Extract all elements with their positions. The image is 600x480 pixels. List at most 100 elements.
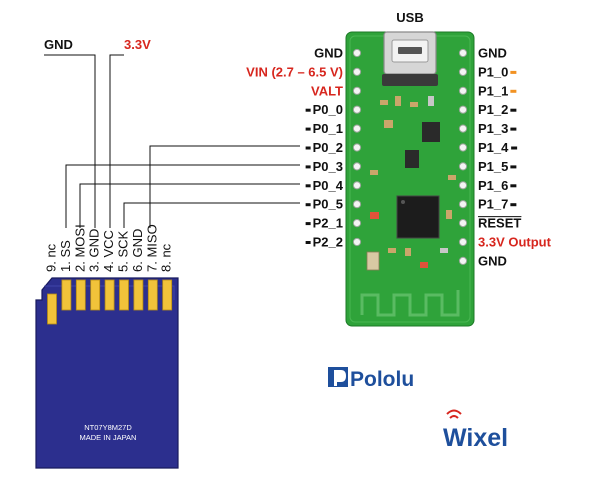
usb-connector — [382, 31, 438, 86]
right-pin-label: GND — [478, 253, 507, 268]
pin-hole-left — [352, 181, 362, 190]
top-3v3-label: 3.3V — [124, 37, 151, 52]
sd-card: NT07Y8M27D MADE IN JAPAN — [35, 277, 179, 469]
sd-contact — [75, 279, 86, 311]
right-pin-label: P1_5 — [478, 159, 508, 174]
sd-card-text-line1: NT07Y8M27D — [84, 423, 132, 432]
right-pin-label: P1_6 — [478, 178, 508, 193]
right-pin-labels: GNDP1_0P1_1P1_2P1_3P1_4P1_5P1_6P1_7RESET… — [478, 46, 552, 268]
pin-marker — [305, 241, 311, 244]
pololu-wordmark: Pololu — [350, 368, 414, 391]
smd-components — [370, 96, 456, 268]
pin-hole-right — [458, 143, 468, 152]
sd-pin-label: 7. MISO — [144, 224, 159, 272]
regulator-chip — [422, 122, 440, 142]
pin-hole-left — [352, 105, 362, 114]
left-pin-label: P0_0 — [313, 102, 343, 117]
pin-marker — [305, 222, 311, 226]
pin-hole-left — [352, 124, 362, 133]
pin-hole-right — [458, 219, 468, 228]
sd-pin-label: 5. SCK — [116, 230, 131, 272]
pin-hole-right — [458, 181, 468, 190]
sd-contact — [104, 279, 115, 311]
sd-contact — [147, 279, 158, 311]
left-pin-label: P2_1 — [313, 216, 343, 231]
pin-holes — [352, 48, 468, 265]
sd-pin-label: 9. nc — [44, 243, 59, 272]
left-pin-label: P0_4 — [313, 178, 344, 193]
pin-hole-right — [458, 48, 468, 58]
right-pin-label: P1_2 — [478, 102, 508, 117]
left-pin-label: GND — [314, 46, 343, 61]
sd-contacts — [47, 279, 173, 325]
right-pin-label: GND — [478, 46, 507, 61]
sd-card-text-line2: MADE IN JAPAN — [80, 433, 137, 442]
sd-pin-label: 2. MOSI — [72, 224, 87, 272]
pin-marker — [510, 89, 517, 93]
pin-marker — [511, 146, 518, 150]
wire-vcc — [109, 54, 124, 228]
wixel-board — [345, 31, 475, 327]
pin-marker — [510, 108, 517, 112]
pin-marker — [305, 203, 311, 207]
wiring — [44, 54, 300, 228]
usb-label: USB — [396, 10, 423, 25]
pin-marker — [305, 146, 311, 150]
antenna-trace — [360, 290, 460, 317]
pin-marker — [510, 70, 517, 74]
wixel-wordmark: Wixel — [443, 424, 508, 452]
right-pin-label: P1_1 — [478, 83, 508, 98]
sd-pin-label: 8. nc — [159, 243, 174, 272]
pin-hole-right — [458, 105, 468, 114]
pin-hole-right — [458, 86, 468, 95]
sd-contact — [47, 293, 57, 325]
right-pin-label: P1_0 — [478, 64, 508, 79]
pin-hole-left — [352, 237, 362, 247]
left-pin-label: P0_5 — [313, 197, 343, 212]
pin-hole-left — [352, 48, 362, 58]
right-pin-label: 3.3V Output — [478, 235, 552, 250]
pin-hole-left — [352, 143, 362, 152]
pin-marker — [510, 203, 517, 207]
sd-pin-label: 4. VCC — [101, 230, 116, 272]
pin-marker — [510, 165, 517, 169]
wire-p0-3-ss — [65, 164, 300, 228]
wire-gnd — [44, 54, 96, 228]
right-pin-label: P1_4 — [478, 140, 509, 155]
sd-contact — [162, 279, 173, 311]
sd-pin-label: 6. GND — [130, 229, 145, 272]
pin-hole-right — [458, 200, 468, 209]
wire-p0-2-miso — [149, 145, 300, 228]
pin-hole-left — [352, 219, 362, 228]
pin-hole-right — [458, 162, 468, 171]
wixel-signal-icon — [446, 409, 462, 419]
left-pin-label: VIN (2.7 – 6.5 V) — [246, 64, 343, 79]
left-pin-label: VALT — [311, 83, 343, 98]
pin-marker — [510, 184, 517, 188]
pololu-logo: Pololu — [328, 367, 414, 391]
pin-hole-right — [458, 67, 468, 77]
right-pin-label: RESET — [478, 216, 521, 231]
sd-pin-label: 1. SS — [58, 240, 73, 272]
pin-marker — [510, 127, 517, 131]
wire-p0-4-mosi — [79, 183, 300, 228]
pin-hole-left — [352, 67, 362, 77]
pin-marker — [305, 108, 311, 112]
top-gnd-label: GND — [44, 37, 73, 52]
sd-contact — [133, 279, 144, 311]
sd-contact — [61, 279, 72, 311]
pin-hole-left — [352, 162, 362, 171]
sd-card-body — [35, 277, 179, 469]
pin-hole-right — [458, 237, 468, 247]
left-pin-label: P0_2 — [313, 140, 343, 155]
sd-pin-label: 3. GND — [87, 229, 102, 272]
pin-marker — [305, 165, 311, 169]
pin-marker — [305, 127, 311, 131]
right-pin-label: P1_3 — [478, 121, 508, 136]
sd-contact — [119, 279, 129, 311]
pin-hole-left — [352, 200, 362, 209]
left-pin-label: P0_1 — [313, 121, 343, 136]
